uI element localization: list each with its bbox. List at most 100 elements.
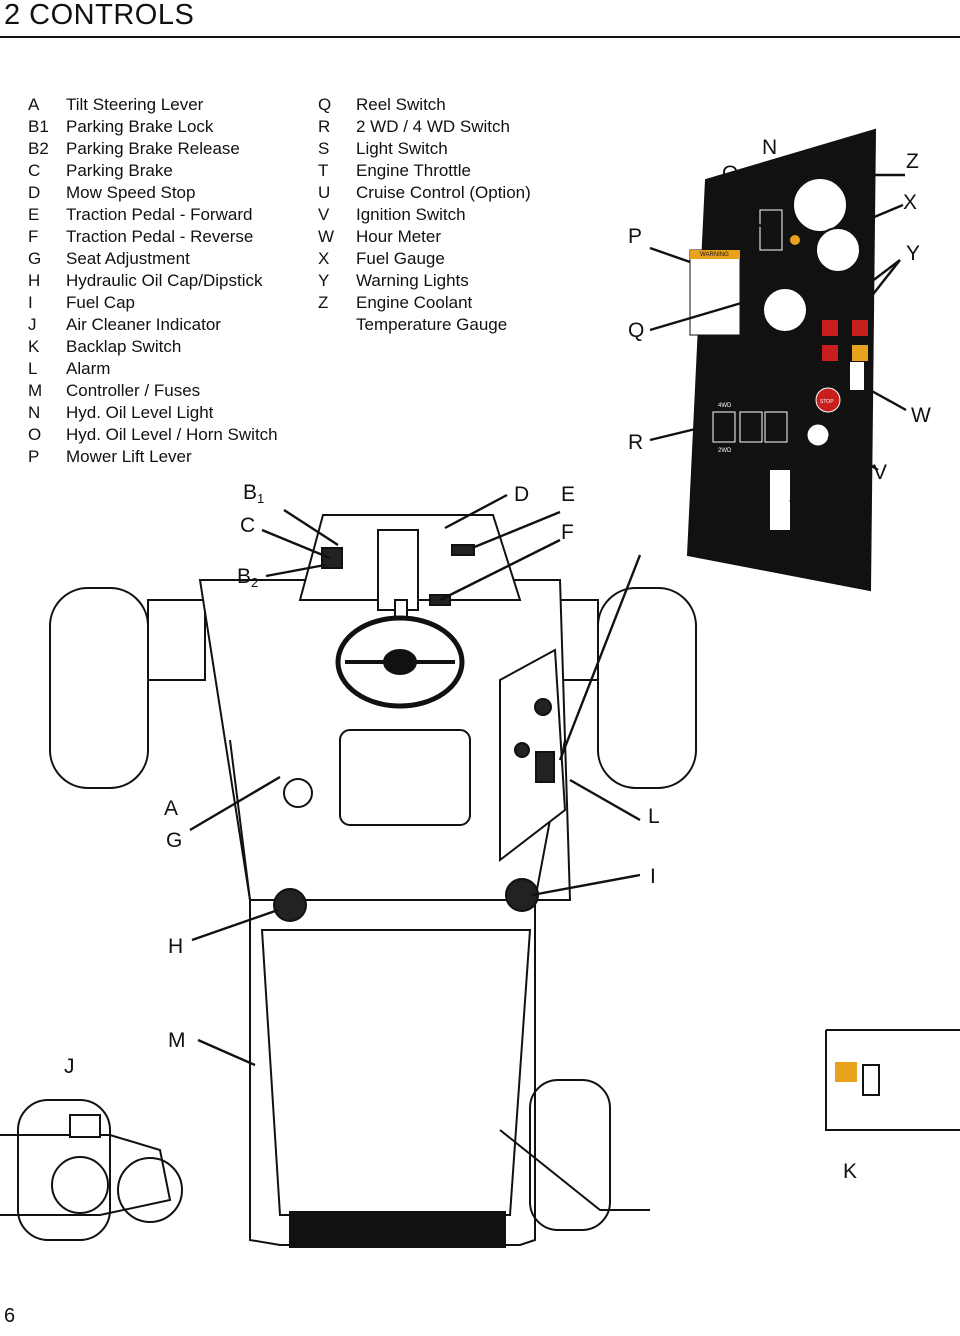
parking-brake-lever [321,547,343,569]
warning-light [852,345,868,361]
legend-key: N [28,403,41,422]
callout-d: D [514,483,530,506]
hour-meter [850,362,864,390]
steering-column [377,529,419,611]
callout-e: E [561,483,576,506]
legend-key: Q [318,95,332,114]
page-number: 6 [4,1305,16,1327]
legend-label: Ignition Switch [356,205,466,224]
legend-label: Mower Lift Lever [66,447,192,466]
callout-a: A [164,797,179,820]
legend-label: Parking Brake [66,161,173,180]
right-front-tire [597,587,697,789]
legend-label: Reel Switch [356,95,446,114]
callout-p: P [628,225,643,248]
legend-label: Engine Throttle [356,161,471,180]
seat [339,729,471,826]
callout-b2: B2 [237,565,259,590]
legend-label: Traction Pedal - Forward [66,205,253,224]
legend-key: O [28,425,42,444]
legend-key: K [28,337,40,356]
legend-label: Hydraulic Oil Cap/Dipstick [66,271,263,290]
legend-key: B1 [28,117,49,136]
legend-key: P [28,447,40,466]
legend-row: O Hyd. Oil Level / Horn Switch [28,424,278,446]
legend-row: B1 Parking Brake Lock [28,116,278,138]
callout-s: S [706,540,721,563]
callout-f: F [561,521,574,544]
legend-label: Parking Brake Release [66,139,240,158]
leader-lines [189,157,907,1067]
callout-h: H [168,935,184,958]
callout-i: I [650,865,656,888]
hydraulic-cap [273,888,307,922]
legend-row: B2 Parking Brake Release [28,138,278,160]
legend-label: Warning Lights [356,271,469,290]
callout-c: C [240,514,256,537]
legend-key: G [28,249,42,268]
traction-pedal [451,544,475,556]
ignition-switch [806,423,830,447]
warning-light [822,320,838,336]
light-switch [764,411,788,443]
callout-g: G [166,829,183,852]
legend-key: R [318,117,331,136]
legend-label: Backlap Switch [66,337,182,356]
legend-row: Q Reel Switch [318,94,531,116]
callout-o: O [722,162,739,185]
callout-r: R [628,431,644,454]
callout-t: T [836,540,849,563]
warning-light [822,345,838,361]
callout-l: L [648,805,660,828]
callout-b1: B1 [243,481,265,506]
legend-key: Z [318,293,329,312]
hyd-oil-light [790,235,800,245]
legend-label: Hour Meter [356,227,442,246]
legend-key: B2 [28,139,49,158]
callout-v: V [873,461,888,484]
legend-key: W [318,227,335,246]
callout-z: Z [906,150,919,173]
page-header: 2 CONTROLS [0,0,960,38]
legend-label: Fuel Gauge [356,249,445,268]
legend-row: Temperature Gauge [318,314,531,336]
callout-q: Q [628,319,645,342]
legend-label: Hyd. Oil Level / Horn Switch [66,425,278,444]
warning-light [852,320,868,336]
legend-row: N Hyd. Oil Level Light [28,402,278,424]
legend-key: I [28,293,33,312]
legend-label: Alarm [66,359,111,378]
legend-label: Mow Speed Stop [66,183,196,202]
legend-key: Y [318,271,330,290]
callout-n: N [762,136,778,159]
mower-lift-knob [762,287,808,333]
page-title: 2 CONTROLS [4,0,195,31]
legend-row: K Backlap Switch [28,336,278,358]
legend-label: Controller / Fuses [66,381,201,400]
engine-hood [260,929,532,1216]
legend-label: Parking Brake Lock [66,117,214,136]
callout-m: M [168,1029,186,1052]
callout-k: K [843,1160,858,1183]
panel-4wd-text: 4WD [718,403,732,409]
legend-label: Light Switch [356,139,448,158]
legend-row: P Mower Lift Lever [28,446,278,468]
legend-label: Traction Pedal - Reverse [66,227,254,246]
legend-label: Engine Coolant [356,293,473,312]
legend-key: F [28,227,39,246]
legend-label: Hyd. Oil Level Light [66,403,214,422]
backlap-switch [862,1064,880,1096]
legend-label: 2 WD / 4 WD Switch [356,117,510,136]
panel-2wd-text: 2WD [718,448,732,454]
panel-warning-text: WARNING [700,252,729,258]
